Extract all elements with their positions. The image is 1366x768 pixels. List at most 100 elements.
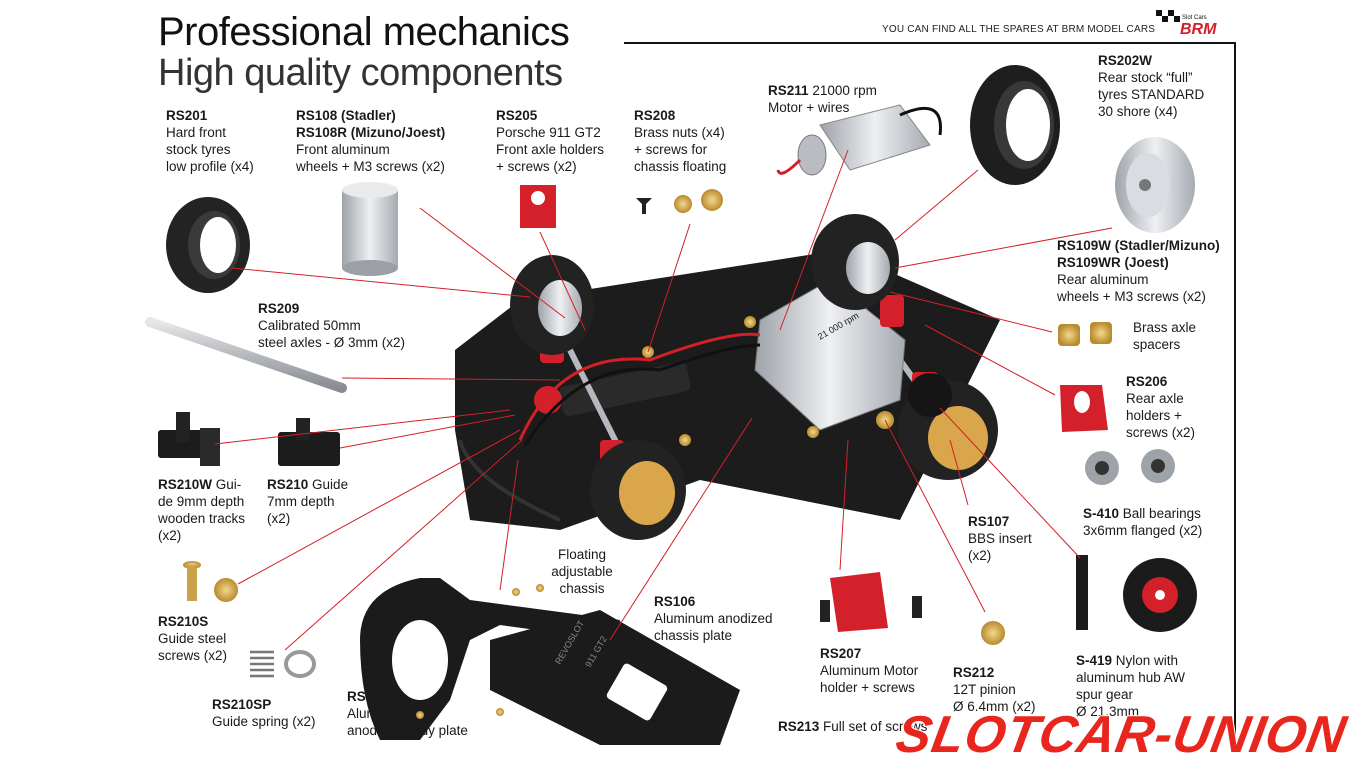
code-rs213: RS213 — [778, 719, 820, 734]
rs108-line-1: Front aluminum — [296, 142, 390, 157]
label-rs209: RS209 Calibrated 50mm steel axles - Ø 3m… — [258, 300, 405, 351]
code-rs210sp: RS210SP — [212, 697, 272, 712]
rs201-line-1: Hard front — [166, 125, 227, 140]
rs205-line-1: Porsche 911 GT2 — [496, 125, 601, 140]
s419-line-2: spur gear — [1076, 687, 1134, 702]
code-rs107: RS107 — [968, 514, 1010, 529]
code-s410: S-410 — [1083, 506, 1120, 521]
rs205-line-3: + screws (x2) — [496, 159, 577, 174]
rs210w-line-3: (x2) — [158, 528, 182, 543]
rs213-inline: Full set of screws — [823, 719, 928, 734]
s419-line-3: Ø 21.3mm — [1076, 704, 1140, 719]
label-spacers: Brass axle spacers — [1133, 319, 1196, 353]
label-s419: S-419 Nylon with aluminum hub AW spur ge… — [1076, 652, 1185, 720]
label-rs201: RS201 Hard front stock tyres low profile… — [166, 107, 254, 175]
code-rs109w: RS109W (Stadler/Mizuno) — [1057, 238, 1220, 253]
label-rs106: RS106 Aluminum anodized chassis plate — [654, 593, 773, 644]
rs107-line-2: (x2) — [968, 548, 992, 563]
rs108-line-2: wheels + M3 screws (x2) — [296, 159, 445, 174]
label-rs213: RS213 Full set of screws — [778, 718, 927, 735]
rs202w-tyre — [970, 65, 1060, 185]
rs210w-line-1: de 9mm depth — [158, 494, 245, 509]
s419-inline: Nylon with — [1115, 653, 1179, 668]
rs210-line-1: 7mm depth — [267, 494, 335, 509]
leader-lines — [214, 149, 1113, 651]
floating-line-2: adjustable — [551, 564, 613, 579]
rs211-motor — [776, 104, 942, 176]
brm-logo-small: Slot Cars — [1182, 15, 1207, 21]
code-rs108: RS108 (Stadler) — [296, 108, 396, 123]
label-rs207: RS207 Aluminum Motor holder + screws — [820, 645, 918, 696]
floating-line-1: Floating — [557, 547, 607, 562]
rs210w-guide — [158, 412, 220, 466]
rs208-line-2: + screws for — [634, 142, 708, 157]
rs209-line-1: Calibrated 50mm — [258, 318, 361, 333]
rs106-line-2: chassis plate — [654, 628, 733, 643]
label-rs108: RS108 (Stadler) RS108R (Mizuno/Joest) Fr… — [296, 107, 445, 175]
label-rs210s: RS210S Guide steel screws (x2) — [158, 613, 227, 664]
rs210s-screws — [183, 561, 238, 602]
rs205-holder — [520, 185, 556, 228]
rs210w-inline: Gui- — [215, 477, 242, 492]
right-divider — [1234, 42, 1236, 742]
rs212-pinion — [981, 621, 1005, 645]
page-title: Professional mechanics — [158, 10, 570, 54]
code-rs108r: RS108R (Mizuno/Joest) — [296, 125, 446, 140]
label-rs212: RS212 12T pinion Ø 6.4mm (x2) — [953, 664, 1036, 715]
label-rs211: RS211 21000 rpm Motor + wires — [768, 82, 877, 116]
code-rs210: RS210 — [267, 477, 309, 492]
code-rs201: RS201 — [166, 108, 208, 123]
checkered-flag-icon — [1156, 10, 1180, 22]
rs105-line-2: anodized body plate — [347, 723, 468, 738]
rs202w-line-2: tyres STANDARD — [1098, 87, 1205, 102]
rs206-line-1: Rear axle — [1126, 391, 1184, 406]
code-rs207: RS207 — [820, 646, 862, 661]
code-rs212: RS212 — [953, 665, 995, 680]
code-rs106: RS106 — [654, 594, 696, 609]
header-divider — [624, 42, 1236, 44]
rs207-motor-holder — [820, 572, 922, 632]
spacers-line-2: spacers — [1133, 337, 1181, 352]
rs208-line-1: Brass nuts (x4) — [634, 125, 725, 140]
motor-assembly: 21 000 rpm — [754, 279, 906, 431]
rs106-line-1: Aluminum anodized — [654, 611, 773, 626]
rs109w-wheel — [1115, 137, 1195, 233]
rs210s-line-1: Guide steel — [158, 631, 227, 646]
watermark-text: SLOTCAR-UNION — [895, 706, 1351, 764]
rs106-chassis-plate: REVOSLOT 911 GT2 — [416, 584, 740, 745]
code-rs210w: RS210W — [158, 477, 213, 492]
label-rs206: RS206 Rear axle holders + screws (x2) — [1126, 373, 1195, 441]
rs109w-line-2: wheels + M3 screws (x2) — [1057, 289, 1206, 304]
s419-spur-gear — [1076, 555, 1197, 632]
rs208-line-3: chassis floating — [634, 159, 727, 174]
s419-line-1: aluminum hub AW — [1076, 670, 1186, 685]
rs201-line-2: stock tyres — [166, 142, 231, 157]
rs206-line-2: holders + — [1126, 408, 1182, 423]
rs207-line-1: Aluminum Motor — [820, 663, 919, 678]
label-rs210sp: RS210SP Guide spring (x2) — [212, 696, 316, 730]
rs210sp-line-1: Guide spring (x2) — [212, 714, 316, 729]
code-s419: S-419 — [1076, 653, 1113, 668]
page-subtitle: High quality components — [158, 52, 563, 94]
label-rs105: RS105 Aluminum anodized body plate — [347, 688, 468, 739]
label-floating: Floating adjustable chassis — [548, 546, 616, 597]
rs210-inline: Guide — [312, 477, 349, 492]
rs210sp-spring — [250, 650, 316, 678]
code-rs105: RS105 — [347, 689, 389, 704]
rs105-line-1: Aluminum — [347, 706, 408, 721]
rs209-axle — [145, 317, 347, 393]
label-rs202w: RS202W Rear stock “full” tyres STANDARD … — [1098, 52, 1204, 120]
rs109w-line-1: Rear aluminum — [1057, 272, 1149, 287]
rs210s-line-2: screws (x2) — [158, 648, 228, 663]
rs202w-line-1: Rear stock “full” — [1098, 70, 1193, 85]
s410-inline: Ball bearings — [1122, 506, 1201, 521]
rs206-holder — [1060, 385, 1108, 432]
code-rs209: RS209 — [258, 301, 300, 316]
label-rs205: RS205 Porsche 911 GT2 Front axle holders… — [496, 107, 604, 175]
rs207-line-2: holder + screws — [820, 680, 915, 695]
label-rs107: RS107 BBS insert (x2) — [968, 513, 1032, 564]
brass-spacers — [1058, 322, 1112, 346]
slotcar-union-watermark: SLOTCAR-UNION — [895, 705, 1352, 764]
spacers-line-1: Brass axle — [1133, 320, 1197, 335]
rs211-inline: 21000 rpm — [812, 83, 877, 98]
